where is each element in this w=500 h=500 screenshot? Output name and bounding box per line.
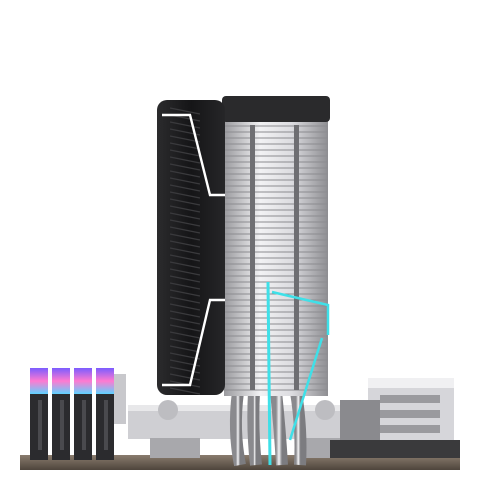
fan-rib — [169, 149, 201, 157]
fan-rib — [169, 261, 201, 269]
fan-rib — [169, 296, 201, 304]
fan-rib — [169, 156, 201, 164]
fan — [157, 100, 225, 395]
fan-rib — [169, 163, 201, 171]
fan-rib — [169, 324, 201, 332]
fan-rib — [169, 331, 201, 339]
ram-modules — [30, 368, 126, 460]
fan-rib — [169, 268, 201, 276]
fan-rib — [169, 366, 201, 374]
fan-rib — [169, 191, 201, 199]
fin-stack — [224, 118, 328, 396]
fan-rib — [169, 135, 201, 143]
fan-rib — [169, 226, 201, 234]
fan-rib — [169, 107, 201, 115]
fan-rib — [169, 121, 201, 129]
fan-rib — [169, 177, 201, 185]
fan-rib — [169, 275, 201, 283]
fan-rib — [169, 205, 201, 213]
accent-light — [266, 281, 330, 466]
fan-rib — [169, 233, 201, 241]
fan-rib — [169, 212, 201, 220]
fan-rib — [169, 338, 201, 346]
top-cap — [222, 96, 330, 122]
vrm-heatsink — [330, 378, 460, 458]
mounting-bracket — [128, 400, 358, 458]
heatpipes — [229, 391, 307, 467]
fan-rib — [169, 345, 201, 353]
fan-rib — [169, 310, 201, 318]
fan-rib — [169, 373, 201, 381]
fan-rib — [169, 184, 201, 192]
fan-rib — [169, 303, 201, 311]
fan-rib — [169, 387, 201, 395]
fan-rib — [169, 254, 201, 262]
fan-rib — [169, 142, 201, 150]
fan-rib — [169, 219, 201, 227]
fan-rib — [169, 170, 201, 178]
fan-rib — [169, 317, 201, 325]
fan-rib — [169, 352, 201, 360]
fan-rib — [169, 289, 201, 297]
fan-rib — [169, 282, 201, 290]
fan-rib — [169, 240, 201, 248]
fan-rib — [169, 247, 201, 255]
fan-rib — [169, 198, 201, 206]
